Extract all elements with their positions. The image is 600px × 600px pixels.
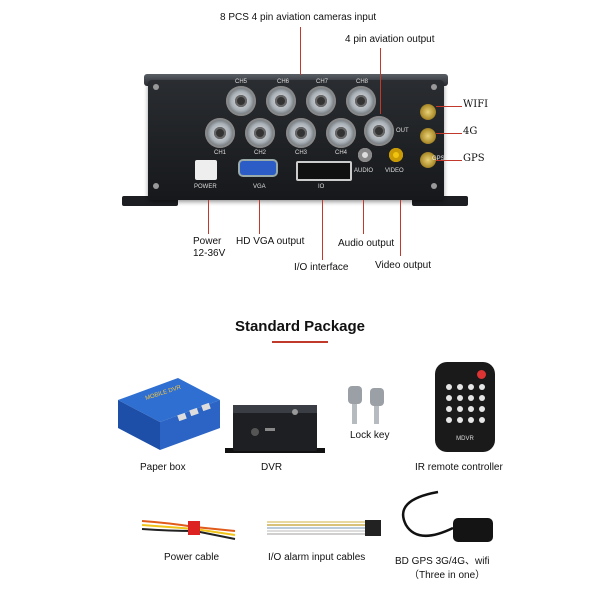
screw: [153, 84, 159, 90]
callout-aviation-output: 4 pin aviation output: [345, 34, 435, 45]
leader-4g: [436, 133, 462, 134]
leader-io: [322, 200, 323, 260]
video-jack: [389, 148, 403, 162]
4g-antenna-connector: [420, 128, 436, 144]
callout-gps: GPS: [463, 153, 485, 164]
label-power-cable: Power cable: [164, 552, 220, 563]
mount-foot-right: [412, 196, 468, 206]
remote-keypad: [446, 384, 485, 423]
callout-cameras-input: 8 PCS 4 pin aviation cameras input: [220, 12, 377, 23]
label-lock-key: Lock key: [350, 430, 390, 441]
callout-video: Video output: [375, 260, 431, 271]
callout-vga: HD VGA output: [236, 236, 305, 247]
mount-foot-left: [122, 196, 178, 206]
label-paper-box: Paper box: [140, 462, 186, 473]
aviation-connector-ch2: [245, 118, 275, 148]
screw: [431, 84, 437, 90]
power-connector: [195, 160, 217, 180]
audio-jack: [358, 148, 372, 162]
callout-power: Power: [193, 236, 222, 247]
label-gps-line1: BD GPS 3G/4G、wifi: [395, 556, 490, 567]
wifi-antenna-connector: [420, 104, 436, 120]
vga-port-label: VGA: [253, 184, 266, 190]
aviation-connector-ch8: [346, 86, 376, 116]
ch1-label: CH1: [214, 150, 227, 156]
io-cables-image: [267, 520, 381, 536]
io-port-label: IO: [318, 184, 325, 190]
gps-port-label: GPS: [432, 156, 445, 162]
power-cable-image: [141, 520, 236, 540]
callout-io: I/O interface: [294, 262, 349, 273]
power-port-label: POWER: [194, 184, 217, 190]
leader-gps: [436, 160, 462, 161]
callout-power-range: 12-36V: [193, 248, 226, 259]
video-port-label: VIDEO: [385, 168, 404, 174]
ch2-label: CH2: [254, 150, 267, 156]
aviation-connector-ch1: [205, 118, 235, 148]
remote-brand: MDVR: [456, 436, 474, 442]
io-port: [296, 161, 352, 181]
label-remote: IR remote controller: [415, 462, 503, 473]
callout-audio: Audio output: [338, 238, 395, 249]
lock-key-image: [348, 386, 384, 424]
gps-antenna-image: [401, 490, 493, 542]
audio-port-label: AUDIO: [354, 168, 374, 174]
aviation-connector-out: [364, 116, 394, 146]
ch8-label: CH8: [356, 79, 369, 85]
ch3-label: CH3: [295, 150, 308, 156]
aviation-connector-ch4: [326, 118, 356, 148]
gps-antenna-connector: [420, 152, 436, 168]
leader-audio: [363, 200, 364, 234]
aviation-connector-ch3: [286, 118, 316, 148]
callout-wifi: WIFI: [463, 99, 489, 110]
title-underline: [272, 341, 328, 343]
ch4-label: CH4: [335, 150, 348, 156]
leader-cameras: [300, 27, 301, 75]
aviation-connector-ch7: [306, 86, 336, 116]
ch7-label: CH7: [316, 79, 329, 85]
label-gps-line2: （Three in one）: [409, 570, 486, 581]
leader-vga: [259, 200, 260, 234]
section-title: Standard Package: [234, 318, 366, 335]
label-dvr: DVR: [261, 462, 283, 473]
ch6-label: CH6: [277, 79, 290, 85]
remote-power-button: [477, 370, 486, 379]
label-io-cables: I/O alarm input cables: [268, 552, 366, 563]
vga-port: [240, 161, 276, 175]
leader-aviation-output: [380, 48, 381, 114]
out-label: OUT: [396, 128, 409, 134]
aviation-connector-ch6: [266, 86, 296, 116]
aviation-connector-ch5: [226, 86, 256, 116]
ch5-label: CH5: [235, 79, 248, 85]
remote-image: MDVR: [435, 362, 495, 452]
screw: [431, 183, 437, 189]
dvr-unit-image: [225, 405, 325, 453]
leader-power: [208, 200, 209, 234]
paper-box-image: MOBILE DVR: [118, 378, 220, 450]
leader-video: [400, 200, 401, 256]
callout-4g: 4G: [463, 126, 478, 137]
leader-wifi: [436, 106, 462, 107]
screw: [153, 183, 159, 189]
